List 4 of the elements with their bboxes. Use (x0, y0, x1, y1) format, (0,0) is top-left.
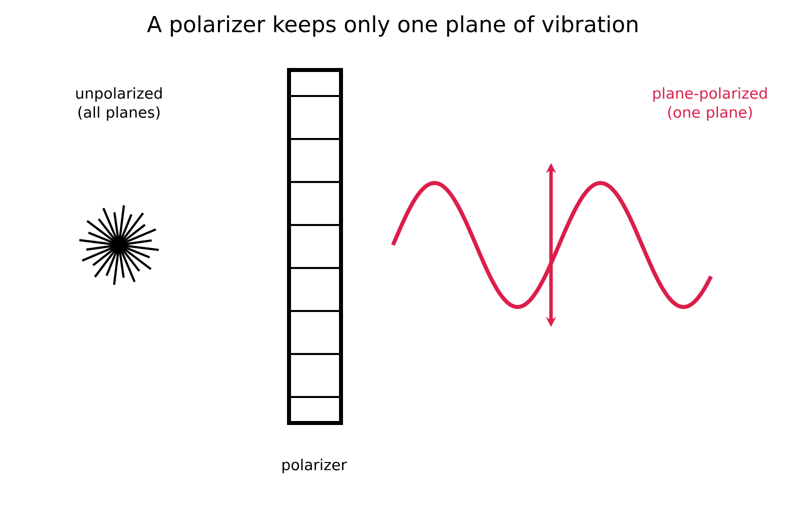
label: unpolarized (all planes) (76, 87, 162, 121)
label: plane-polarized (one plane) (653, 87, 767, 121)
title: A polarizer keeps only one plane of vibration (147, 15, 638, 37)
label: polarizer (282, 458, 347, 474)
